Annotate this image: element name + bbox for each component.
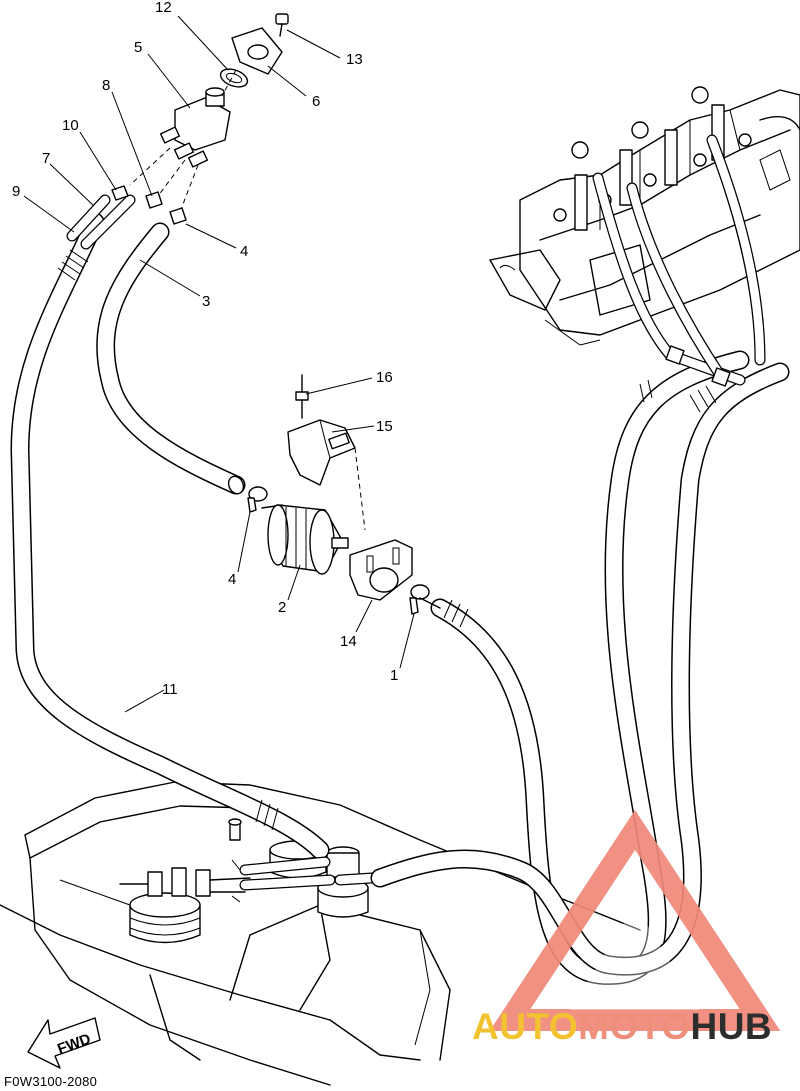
callout-11: 11 xyxy=(162,681,178,698)
hose-1 xyxy=(430,350,750,985)
callout-7: 7 xyxy=(42,150,50,167)
engine-throttle-bodies xyxy=(489,86,800,387)
callout-9: 9 xyxy=(12,183,20,200)
callout-14: 14 xyxy=(340,633,357,650)
watermark-moto: MOTO xyxy=(578,1006,691,1047)
callout-16: 16 xyxy=(376,369,393,386)
callouts: 12 5 8 10 7 9 13 6 4 3 16 15 4 2 14 1 11 xyxy=(12,0,398,698)
return-hose xyxy=(370,362,790,976)
diagram-code: F0W3100-2080 xyxy=(4,1074,98,1089)
fwd-arrow-icon: FWD xyxy=(27,1017,101,1069)
callout-2: 2 xyxy=(278,599,286,616)
fuel-filter-assembly xyxy=(247,374,441,615)
watermark-auto: AUTO xyxy=(472,1006,579,1047)
callout-12: 12 xyxy=(155,0,172,16)
watermark-logo xyxy=(489,809,781,1031)
callout-4-top: 4 xyxy=(240,243,248,260)
callout-3: 3 xyxy=(202,293,210,310)
callout-15: 15 xyxy=(376,418,393,435)
callout-8: 8 xyxy=(102,77,110,94)
callout-6: 6 xyxy=(312,93,320,110)
callout-1: 1 xyxy=(390,667,398,684)
watermark-text: AUTOMOTOHUB xyxy=(472,1006,772,1048)
hose-3 xyxy=(96,222,246,495)
callout-4-mid: 4 xyxy=(228,571,236,588)
pressure-regulator-assembly xyxy=(111,13,289,225)
hose-11 xyxy=(10,212,330,860)
hoses-7-9 xyxy=(66,194,136,250)
tank-hoses xyxy=(239,856,378,891)
callout-5: 5 xyxy=(134,39,142,56)
callout-10: 10 xyxy=(62,117,79,134)
callout-13: 13 xyxy=(346,51,363,68)
watermark-hub: HUB xyxy=(690,1006,773,1047)
leader-lines xyxy=(23,15,415,713)
